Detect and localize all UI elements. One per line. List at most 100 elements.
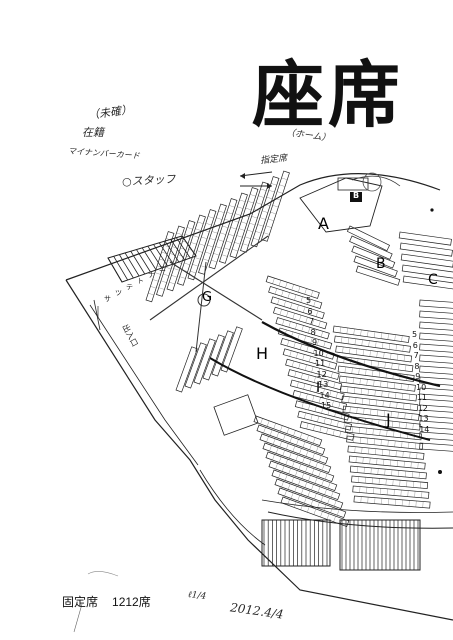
- stair-step: [124, 252, 140, 277]
- block-b-c-seats: [346, 225, 453, 290]
- seat-row: [287, 369, 343, 391]
- seat-row: [419, 442, 453, 453]
- lower-left-seats: [175, 326, 259, 436]
- seat-row: [419, 398, 453, 409]
- row-number-label: 8: [310, 327, 316, 337]
- block-a-area: [299, 172, 401, 233]
- row-number-label: 15: [321, 401, 332, 410]
- seat-row: [346, 435, 424, 451]
- fixed-seats-label: 固定席: [62, 595, 99, 609]
- row-number-label: 12: [417, 403, 428, 413]
- seat-row: [348, 455, 426, 470]
- seat-row: [290, 379, 345, 401]
- seat-row: [335, 345, 413, 363]
- seat-row: [399, 242, 453, 257]
- seat-row: [344, 425, 422, 441]
- seat-row: [265, 451, 335, 483]
- handwritten-date-small: ℓ1/4: [187, 590, 207, 602]
- seat-row: [166, 220, 196, 292]
- row-number-label: 10: [313, 348, 324, 358]
- seat-row: [270, 296, 325, 320]
- row-number-label: 13: [418, 414, 429, 423]
- seat-row: [250, 176, 280, 248]
- row-kana-label: ト: [137, 277, 144, 285]
- seat-row: [338, 375, 416, 392]
- seat-row: [401, 264, 453, 279]
- seat-row: [341, 395, 419, 412]
- seat-row: [277, 487, 347, 519]
- highlight-badge: B: [352, 191, 360, 200]
- row-number-label: 9: [312, 338, 318, 347]
- seat-row: [402, 275, 453, 290]
- seat-row: [193, 338, 216, 385]
- row-number-label: 14: [319, 390, 330, 400]
- block-h-i-seats: [253, 275, 355, 528]
- seat-row: [282, 348, 338, 370]
- block-label-j: J: [386, 410, 391, 429]
- row-number-label: 7: [309, 317, 315, 326]
- row-kana-label: ツ: [115, 289, 122, 297]
- seat-row: [187, 209, 217, 281]
- row-number-label: 12: [316, 369, 327, 379]
- block-label-b: B: [376, 256, 386, 272]
- row-number-label: 13: [318, 380, 329, 389]
- stair-step: [158, 242, 174, 265]
- footer-fixed-seats: 固定席 1212席: [62, 593, 151, 610]
- seat-row: [219, 192, 248, 264]
- seat-row: [419, 310, 453, 321]
- handwritten-note-zai: 在籍: [82, 126, 104, 139]
- fixed-seats-count: 1212席: [112, 595, 151, 609]
- seat-row: [351, 245, 396, 269]
- seat-row: [177, 214, 206, 286]
- stair-step: [147, 245, 163, 269]
- row-number-label: 7: [413, 351, 419, 360]
- seat-row: [349, 465, 427, 480]
- seat-row: [419, 365, 453, 376]
- seat-row: [342, 405, 420, 421]
- seat-row: [145, 231, 175, 303]
- seat-row: [347, 445, 425, 460]
- row-number-label: 11: [416, 393, 427, 402]
- seat-row: [419, 332, 453, 343]
- seat-row: [419, 299, 453, 310]
- seat-row: [292, 389, 348, 411]
- row-number-label: 11: [315, 359, 326, 368]
- stair-step: [130, 251, 146, 275]
- seat-row: [353, 495, 431, 509]
- seat-row: [265, 275, 320, 299]
- stair-step: [141, 247, 157, 271]
- block-label-h: H: [256, 344, 269, 363]
- seat-row: [211, 330, 234, 377]
- seat-row: [262, 442, 332, 474]
- seat-row: [175, 346, 198, 393]
- seat-row: [332, 325, 410, 343]
- seat-row: [419, 431, 453, 442]
- seat-row: [340, 385, 418, 402]
- seat-row: [268, 460, 338, 492]
- seat-row: [275, 317, 330, 340]
- block-label-g: G: [202, 290, 213, 305]
- stair-step: [113, 256, 129, 281]
- seat-row: [346, 225, 391, 252]
- seat-row: [272, 306, 328, 330]
- seat-row: [419, 354, 453, 365]
- bottom-stair-block: [261, 519, 421, 571]
- seat-row: [398, 231, 452, 246]
- row-number-label: 6: [307, 306, 313, 316]
- stair-step: [107, 257, 123, 283]
- seat-row: [156, 225, 185, 297]
- row-number-label: 6: [412, 340, 418, 350]
- row-number-label: 8: [414, 361, 420, 371]
- row-number-label: 9: [415, 372, 421, 381]
- seat-row: [419, 420, 453, 431]
- seat-row: [299, 421, 355, 441]
- seat-row: [419, 387, 453, 398]
- block-g-seats: [145, 170, 290, 303]
- row-kana-label: サ: [104, 295, 111, 303]
- seat-row: [352, 485, 430, 499]
- seat-row: [256, 424, 326, 456]
- seat-row: [253, 415, 323, 447]
- seat-row: [349, 235, 393, 260]
